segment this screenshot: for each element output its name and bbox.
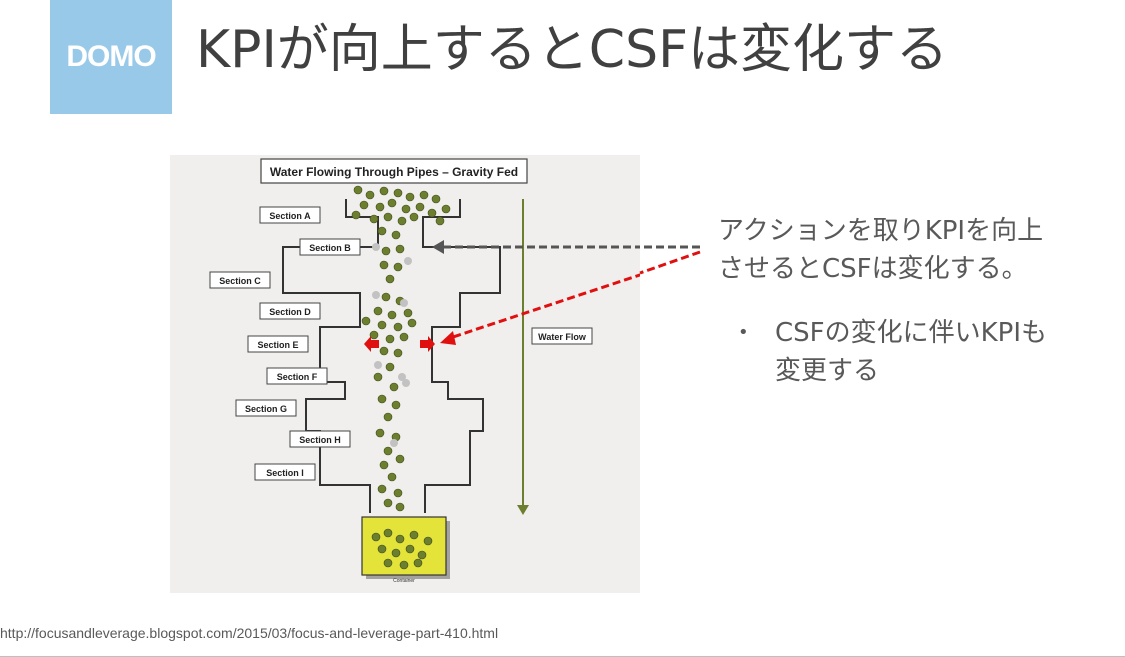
section-label: Section B — [309, 243, 351, 253]
bullet-marker: • — [738, 322, 749, 343]
pipe-diagram: Water Flowing Through Pipes – Gravity Fe… — [209, 158, 640, 584]
red-arrow-left — [364, 336, 379, 352]
note-line-1: アクションを取りKPIを向上 — [718, 216, 1044, 246]
section-label: Section C — [219, 276, 261, 286]
water-flow-label: Water Flow — [538, 332, 587, 342]
bullet-line-2: 変更する — [775, 356, 880, 386]
section-label: Section G — [245, 404, 287, 414]
water-ball-ghosts — [372, 243, 412, 447]
pipe-flow-figure: Water Flowing Through Pipes – Gravity Fe… — [170, 155, 640, 593]
section-label: Section A — [269, 211, 311, 221]
note-line-2: させるとCSFは変化する。 — [718, 254, 1028, 284]
bullet-line-1: CSFの変化に伴いKPIも — [775, 318, 1048, 348]
logo-text: DOMO — [66, 40, 156, 73]
water-balls — [351, 185, 451, 512]
section-label: Section H — [299, 435, 341, 445]
slide-title: KPIが向上するとCSFは変化する — [196, 20, 949, 80]
source-link[interactable]: http://focusandleverage.blogspot.com/201… — [0, 625, 499, 641]
section-label: Section I — [266, 468, 304, 478]
section-labels: Section A Section B Section C Section D … — [209, 206, 361, 481]
red-arrow-right — [420, 336, 435, 352]
container-label: Container — [393, 578, 415, 584]
figure-title: Water Flowing Through Pipes – Gravity Fe… — [270, 165, 518, 179]
domo-logo: DOMO — [50, 0, 172, 114]
section-label: Section D — [269, 307, 311, 317]
section-label: Section E — [257, 340, 298, 350]
callout-note: アクションを取りKPIを向上 させるとCSFは変化する。 — [718, 212, 1118, 288]
container-balls — [371, 528, 433, 570]
section-label: Section F — [277, 372, 318, 382]
red-callout-arrow — [449, 273, 640, 340]
